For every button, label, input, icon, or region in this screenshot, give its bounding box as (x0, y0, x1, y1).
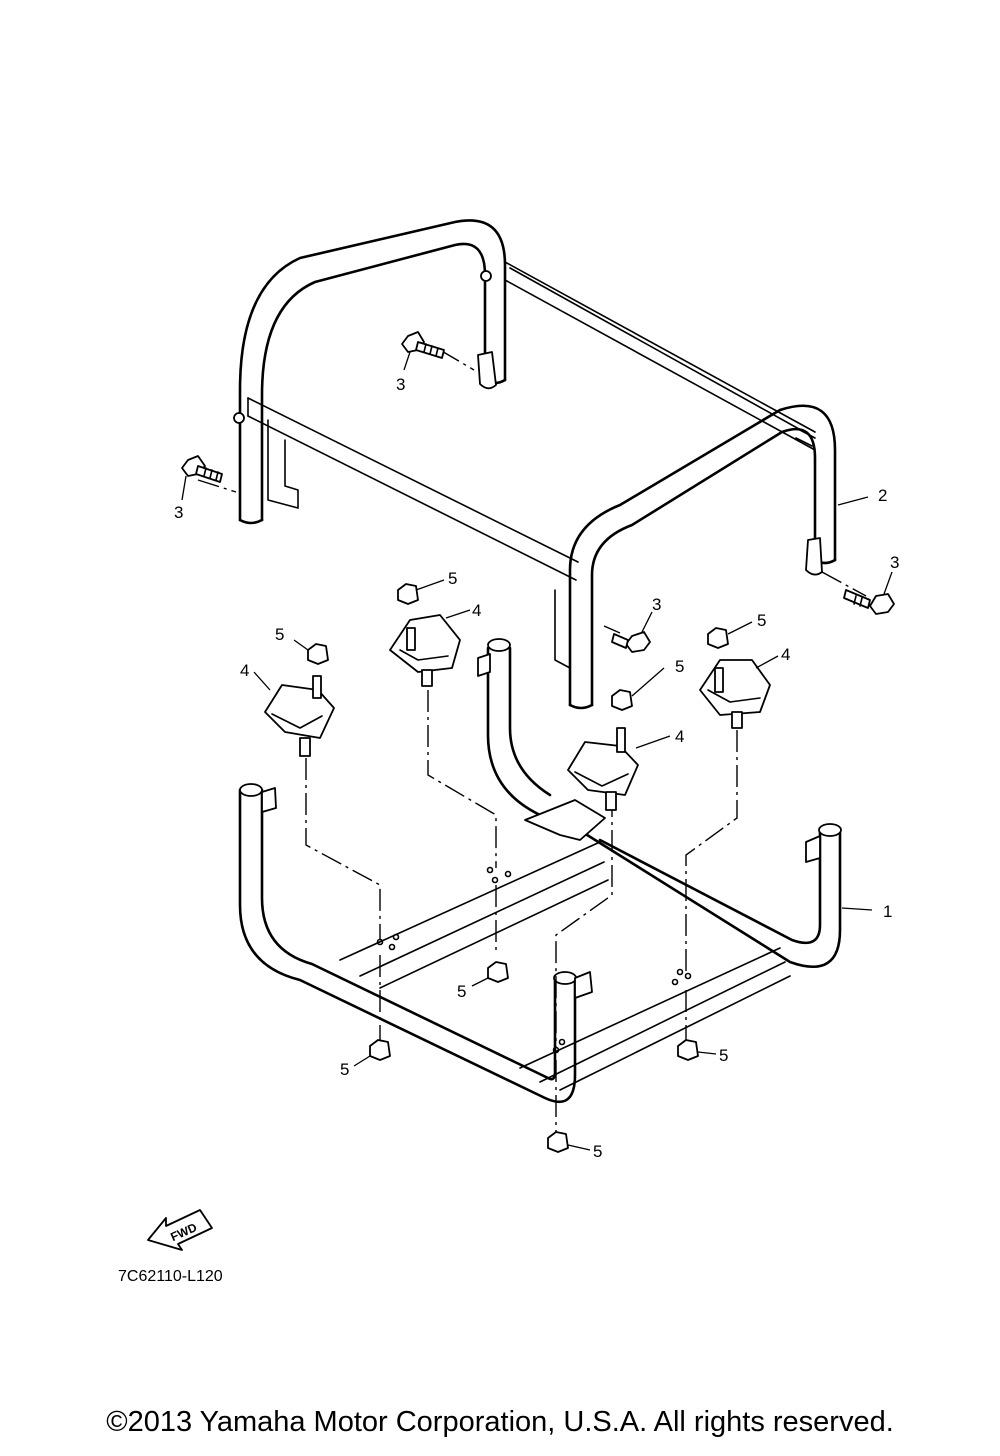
damper-rear-left (389, 614, 461, 687)
callout-nut-top-left: 5 (275, 625, 284, 644)
callout-nut-bottom-front: 5 (593, 1142, 602, 1161)
callout-nut-top-front: 5 (675, 657, 684, 676)
callout-bolt-upper-rear: 3 (396, 375, 405, 394)
nut-bottom-front (547, 1131, 569, 1153)
callout-bolt-upper-left: 3 (174, 503, 183, 522)
nut-top-front (611, 689, 633, 711)
lower-frame (238, 638, 842, 1104)
diagram-code: 7C62110-L120 (118, 1268, 223, 1285)
callout-nut-top-rear: 5 (448, 569, 457, 588)
nut-top-left (307, 643, 329, 665)
callout-damper-front-left: 4 (240, 661, 249, 680)
callouts: 1 2 3 3 3 3 4 4 4 4 5 5 5 5 5 5 5 5 (174, 375, 899, 1161)
nut-bottom-center (487, 961, 509, 983)
damper-front-right (567, 727, 639, 811)
callout-bolt-front: 3 (652, 595, 661, 614)
callout-damper-rear-left: 4 (472, 601, 481, 620)
nut-top-right (707, 627, 729, 649)
callout-damper-front-right: 4 (675, 727, 684, 746)
alignment-lines (197, 349, 867, 1132)
nut-bottom-left (369, 1039, 391, 1061)
fwd-arrow: FWD (147, 1209, 213, 1251)
callout-bolt-upper-right: 3 (890, 553, 899, 572)
callout-damper-rear-right: 4 (781, 645, 790, 664)
callout-frame-2: 2 (878, 486, 887, 505)
nut-top-rear (397, 583, 419, 605)
callout-nut-bottom-left: 5 (340, 1060, 349, 1079)
callout-nut-bottom-center: 5 (457, 982, 466, 1001)
bolt-upper-right (843, 589, 895, 615)
upper-frame (233, 219, 837, 710)
callout-nut-top-right: 5 (757, 611, 766, 630)
callout-nut-bottom-right: 5 (719, 1046, 728, 1065)
bolt-front (611, 631, 651, 653)
bolt-upper-left (181, 455, 223, 483)
bolt-upper-rear (401, 331, 445, 359)
callout-frame-1: 1 (883, 902, 892, 921)
damper-rear-right (699, 659, 771, 729)
copyright-notice: ©2013 Yamaha Motor Corporation, U.S.A. A… (106, 1406, 894, 1438)
damper-front-left (264, 675, 335, 757)
leader-lines (181, 351, 893, 1151)
nut-bottom-right (677, 1039, 699, 1061)
